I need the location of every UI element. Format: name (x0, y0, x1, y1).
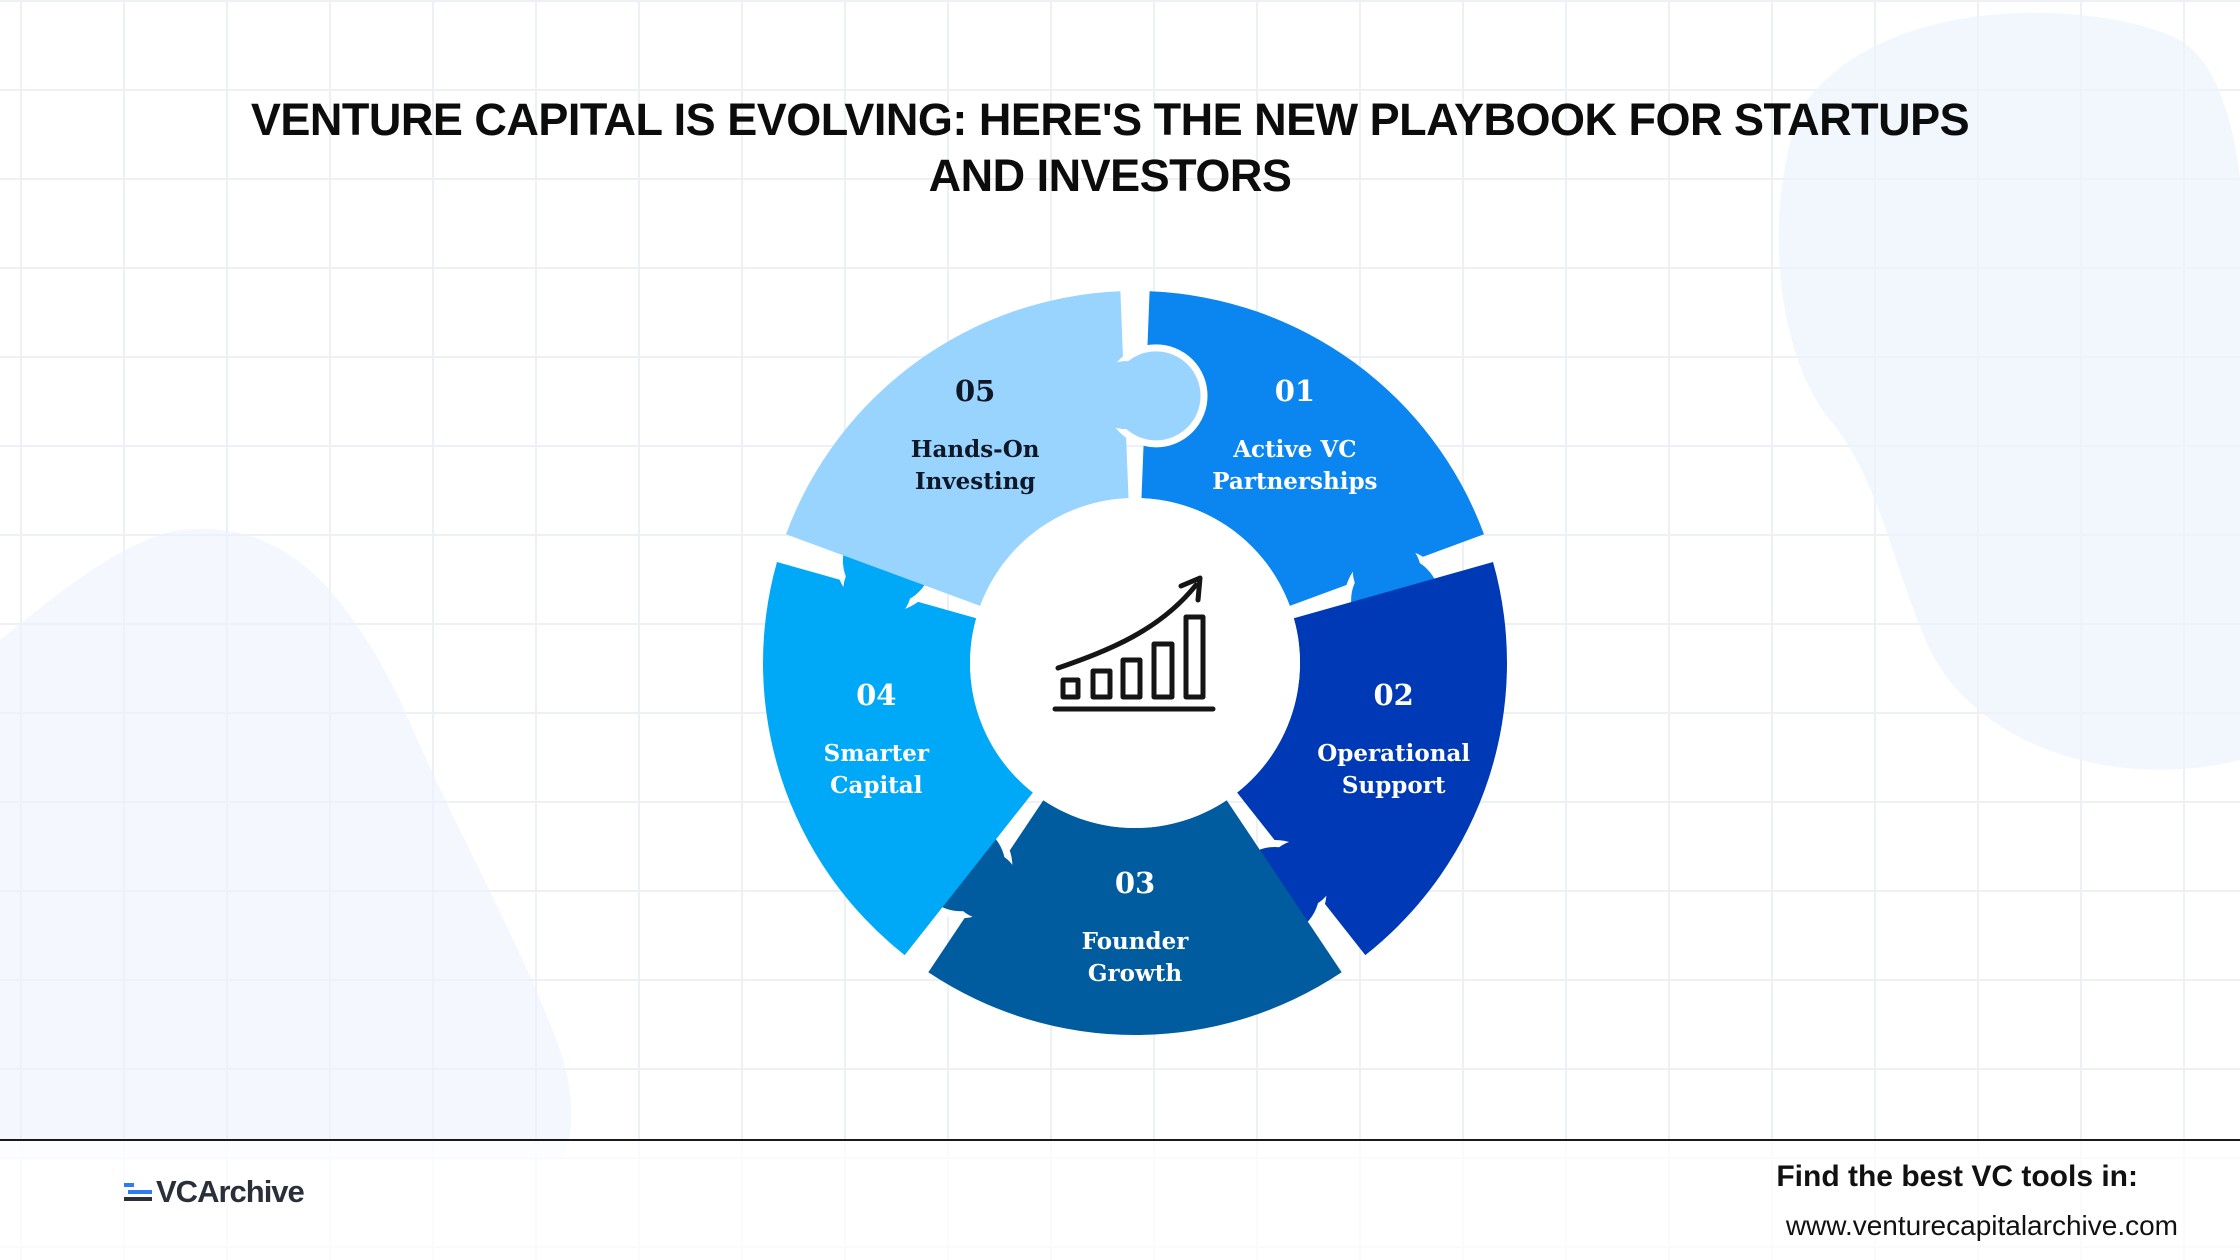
segment-label-05-line-2: Investing (915, 468, 1036, 495)
segment-label-04-line-1: Smarter (824, 740, 930, 767)
puzzle-segment-03 (928, 800, 1342, 1035)
page-title: VENTURE CAPITAL IS EVOLVING: HERE'S THE … (250, 94, 1970, 201)
puzzle-segments (763, 291, 1507, 1035)
logo-bars-icon (124, 1183, 152, 1201)
background-blob-left (0, 528, 572, 1160)
segment-label-02-line-1: Operational (1317, 740, 1470, 767)
puzzle-segment-04 (763, 562, 1033, 956)
segment-label-01-line-2: Partnerships (1212, 468, 1377, 495)
growth-chart-icon (1052, 575, 1216, 712)
segment-label-01-line-1: Active VC (1232, 436, 1356, 463)
logo-text: VCArchive (156, 1174, 305, 1209)
segment-label-04-line-2: Capital (830, 772, 923, 799)
footer-divider (0, 1139, 2240, 1141)
segment-label-05-line-1: Hands-On (911, 436, 1040, 463)
puzzle-knob-neck-05 (1091, 361, 1160, 430)
puzzle-segment-01 (1141, 291, 1485, 606)
segment-number-03: 03 (1115, 866, 1155, 900)
segment-number-05: 05 (955, 374, 995, 408)
center-circle (970, 498, 1300, 828)
puzzle-segment-05 (785, 291, 1129, 606)
footer-cta: Find the best VC tools in: (1776, 1160, 2138, 1193)
footer-background (0, 1141, 2240, 1260)
background-blob-right (1778, 12, 2240, 770)
segment-label-02-line-2: Support (1342, 772, 1446, 799)
footer-url-link[interactable]: www.venturecapitalarchive.com (1785, 1210, 2178, 1241)
segment-number-01: 01 (1275, 374, 1315, 408)
segment-label-03-line-1: Founder (1082, 928, 1190, 955)
vcarchive-logo[interactable]: VCArchive (124, 1172, 305, 1212)
segment-number-02: 02 (1374, 678, 1414, 712)
segment-number-04: 04 (856, 678, 896, 712)
segment-label-03-line-2: Growth (1088, 960, 1183, 987)
